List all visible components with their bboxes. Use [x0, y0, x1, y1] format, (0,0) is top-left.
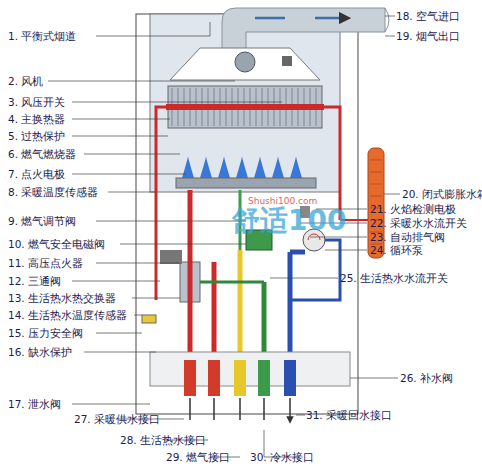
callout-label: 27. 采暖供水接口 [74, 413, 160, 426]
callout-label: 4. 主换热器 [8, 113, 65, 126]
heating-supply-pipe [188, 190, 193, 370]
watermark: 舒适100 [232, 206, 346, 236]
fan [235, 52, 255, 72]
connectors [184, 360, 296, 420]
boiler-casing [136, 14, 358, 414]
safety-valve [142, 315, 156, 323]
callout-label: 14. 生活热水温度传感器 [8, 309, 127, 322]
callout-label: 17. 泄水阀 [8, 398, 61, 411]
callout-label: 19. 烟气出口 [396, 30, 460, 43]
callout-label: 30. 冷水接口 [250, 451, 314, 464]
callout-label: 22. 采暖水水流开关 [370, 217, 467, 230]
callout-label: 9. 燃气调节阀 [8, 215, 76, 228]
flue-end [385, 8, 389, 32]
flue-pipe [222, 8, 385, 50]
callout-label: 28. 生活热水接口 [120, 434, 206, 447]
callout-label: 20. 闭式膨胀水箱 [402, 188, 482, 201]
callout-label: 13. 生活热水热交换器 [8, 292, 116, 305]
flow-arrow [255, 17, 345, 20]
three-way-valve [160, 250, 182, 264]
heat-exchanger [166, 86, 324, 128]
callout-label: 25. 生活热水水流开关 [340, 272, 448, 285]
callout-label: 24. 循环泵 [370, 244, 423, 257]
callout-label: 29. 燃气接口 [166, 451, 230, 464]
callout-label: 18. 空气进口 [396, 10, 460, 23]
callout-label: 26. 补水阀 [400, 372, 453, 385]
callout-label: 10. 燃气安全电磁阀 [8, 238, 105, 251]
leader-lines [48, 16, 400, 457]
callout-label: 5. 过热保护 [8, 130, 65, 143]
burner-flames [182, 156, 302, 178]
callout-label: 7. 点火电极 [8, 168, 65, 181]
fan-hood [170, 48, 320, 80]
callout-label: 8. 采暖温度传感器 [8, 186, 98, 199]
callout-label: 6. 燃气燃烧器 [8, 148, 76, 161]
callout-label: 15. 压力安全阀 [8, 327, 83, 340]
callout-label: 2. 风机 [8, 75, 43, 88]
burner [176, 178, 316, 188]
pressure-switch [282, 56, 292, 66]
bottom-plate [150, 352, 350, 386]
callout-label: 3. 风压开关 [8, 96, 65, 109]
callout-label: 21. 火焰检测电极 [370, 203, 456, 216]
watermark: Shushi100.com [248, 196, 317, 206]
callout-label: 23. 自动排气阀 [370, 231, 445, 244]
callout-label: 31. 采暖回水接口 [306, 409, 392, 422]
callout-label: 11. 高压点火器 [8, 257, 83, 270]
callout-label: 12. 三通阀 [8, 275, 61, 288]
callout-label: 1. 平衡式烟道 [8, 30, 76, 43]
callout-label: 16. 缺水保护 [8, 346, 72, 359]
